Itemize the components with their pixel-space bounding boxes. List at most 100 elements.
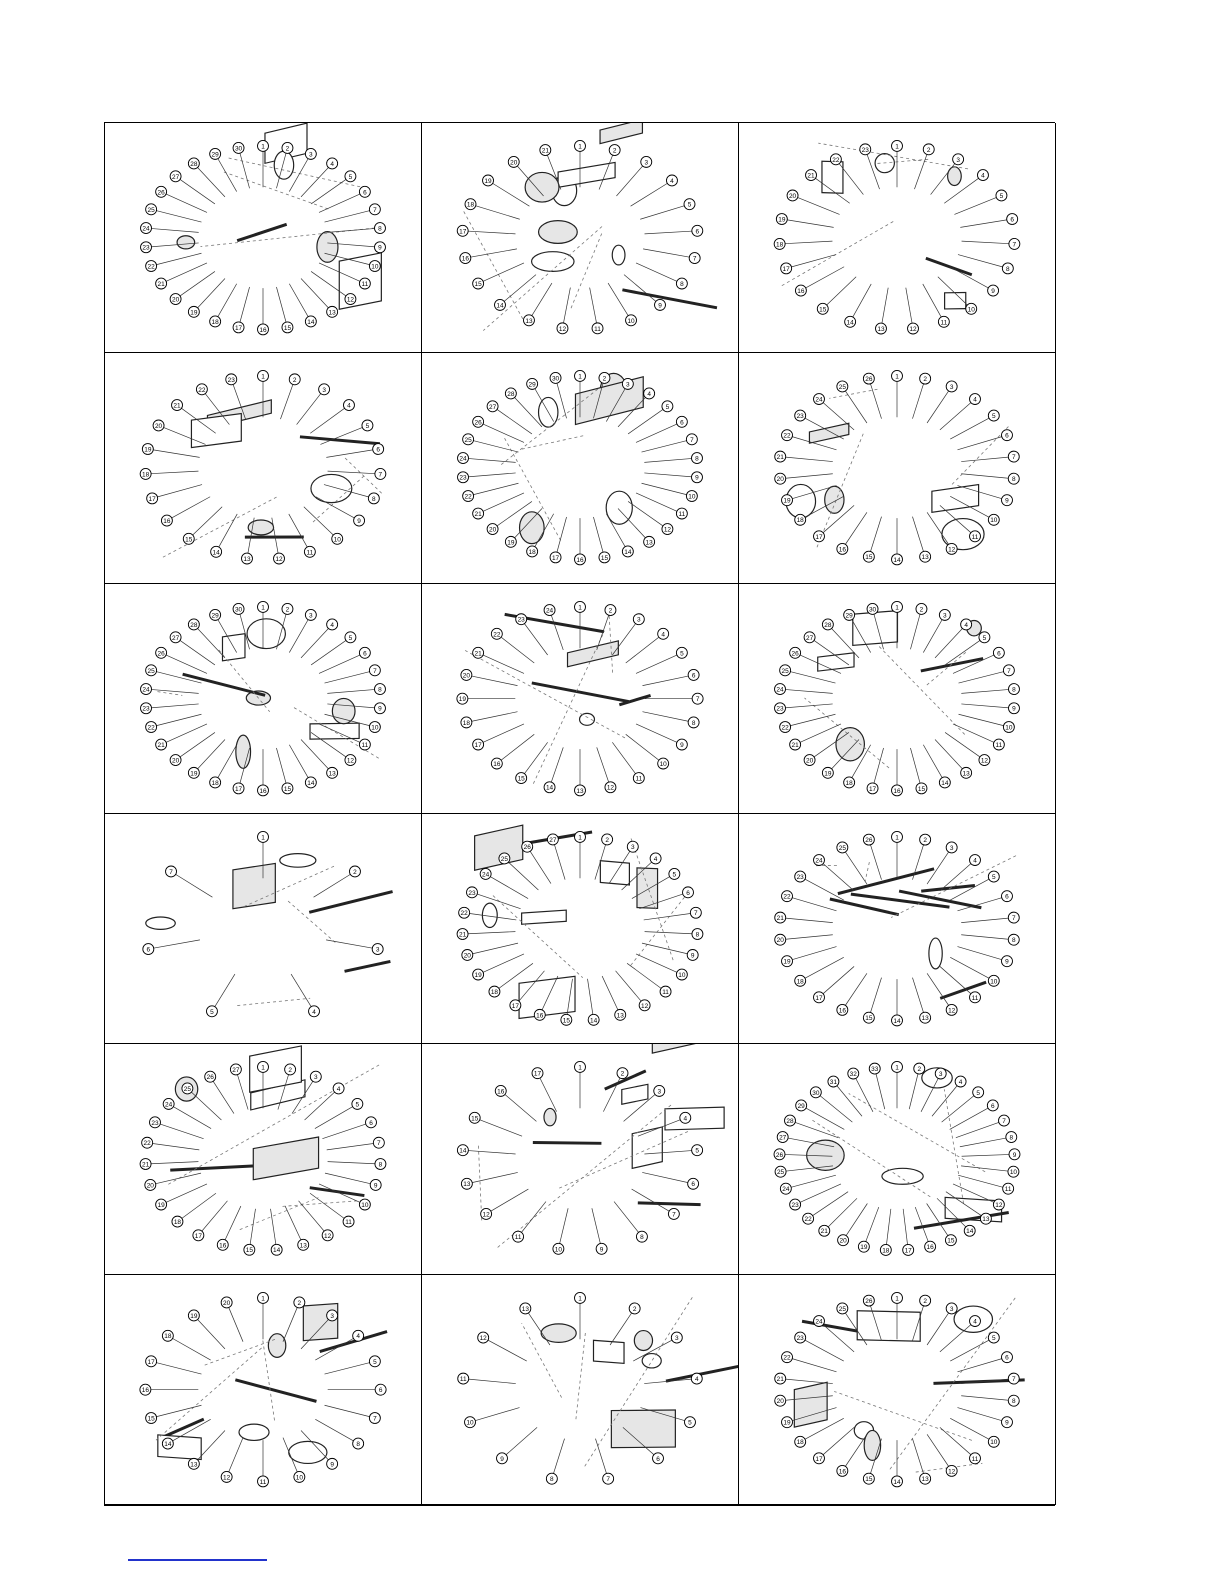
callout-circle	[1001, 1350, 1013, 1363]
callout-circle	[160, 514, 173, 527]
callout-circle	[304, 147, 317, 160]
callout-circle	[1002, 720, 1015, 733]
callout-circle	[368, 664, 381, 676]
assembly-guide-line	[875, 158, 929, 165]
callout-circle	[1007, 1372, 1020, 1385]
callout-leader	[809, 731, 850, 760]
callout-leader	[944, 174, 984, 204]
callout-leader	[151, 669, 202, 684]
callout-leader	[310, 405, 350, 434]
callout-number: 4	[981, 173, 985, 180]
callout-number: 22	[805, 1217, 813, 1224]
callout-circle	[685, 433, 698, 446]
callout-leader	[957, 895, 1008, 912]
callout-number: 6	[147, 947, 151, 954]
part-sketch	[302, 1302, 339, 1341]
callout-circle	[149, 1116, 161, 1129]
callout-number: 6	[680, 420, 684, 427]
callout-number: 9	[695, 475, 699, 482]
callout-circle	[836, 1003, 849, 1016]
callout-circle	[326, 618, 339, 631]
callout-leader	[539, 975, 559, 1015]
callout-circle	[368, 1411, 381, 1424]
callout-circle	[774, 473, 787, 485]
callout-leader	[835, 159, 864, 195]
callout-number: 20	[463, 672, 471, 679]
callout-number: 17	[815, 995, 823, 1002]
callout-number: 2	[633, 1306, 637, 1313]
callout-number: 10	[296, 1474, 304, 1481]
callout-circle	[358, 1198, 371, 1211]
callout-number: 15	[563, 1017, 571, 1024]
callout-number: 24	[815, 397, 823, 404]
callout-leader	[594, 839, 608, 880]
part-sketch	[236, 222, 288, 243]
callout-leader	[782, 1137, 835, 1148]
callout-number: 21	[142, 1162, 150, 1169]
callout-number: 10	[1005, 724, 1013, 731]
callout-leader	[562, 287, 571, 329]
callout-number: 4	[964, 622, 968, 629]
callout-number: 5	[356, 1102, 360, 1109]
part-sketch	[474, 824, 524, 871]
callout-circle	[659, 985, 672, 998]
callout-leader	[150, 1173, 202, 1186]
callout-leader	[318, 262, 366, 284]
callout-circle	[464, 1415, 476, 1428]
callout-leader	[226, 1301, 244, 1342]
part-sketch	[537, 220, 578, 244]
callout-number: 10	[678, 972, 686, 979]
callout-circle	[604, 780, 617, 793]
callout-circle	[652, 1452, 664, 1464]
callout-circle	[326, 766, 339, 779]
callout-number: 1	[578, 834, 582, 841]
callout-leader	[160, 262, 208, 284]
callout-number: 1	[578, 1295, 582, 1302]
callout-number: 19	[459, 696, 467, 703]
callout-leader	[961, 917, 1014, 923]
callout-number: 25	[465, 437, 473, 444]
callout-leader	[923, 744, 946, 783]
assembly-guide-line	[584, 1295, 694, 1467]
callout-number: 15	[246, 1248, 254, 1255]
callout-number: 6	[363, 650, 367, 657]
callout-number: 12	[948, 1007, 956, 1014]
callout-number: 10	[660, 761, 668, 768]
callout-number: 8	[356, 1441, 360, 1448]
callout-circle	[986, 1099, 999, 1112]
callout-circle	[789, 646, 802, 659]
callout-circle	[456, 1144, 469, 1157]
callout-leader	[959, 1137, 1012, 1148]
callout-number: 8	[378, 686, 382, 693]
part-sketch	[170, 1164, 267, 1172]
callout-number: 4	[654, 856, 658, 863]
callout-leader	[640, 203, 690, 220]
callout-number: 3	[950, 1306, 954, 1313]
callout-leader	[818, 399, 855, 431]
callout-number: 7	[1013, 241, 1017, 248]
footer-link-underline[interactable]	[128, 1559, 267, 1561]
callout-circle	[779, 720, 792, 733]
callout-leader	[939, 1320, 976, 1352]
callout-leader	[868, 1438, 882, 1479]
callout-circle	[601, 833, 614, 846]
callout-number: 7	[373, 1415, 377, 1422]
callout-leader	[470, 203, 520, 220]
callout-circle	[141, 1137, 154, 1149]
callout-circle	[343, 399, 355, 412]
callout-circle	[960, 618, 973, 631]
callout-number: 9	[991, 288, 995, 295]
assembly-guide-line	[925, 651, 967, 686]
callout-leader	[615, 970, 645, 1006]
callout-number: 9	[357, 518, 361, 525]
callout-circle	[232, 321, 245, 334]
callout-leader	[780, 456, 833, 463]
callout-number: 11	[972, 1455, 979, 1462]
callout-circle	[813, 1452, 825, 1464]
callout-leader	[785, 713, 836, 727]
callout-number: 9	[1012, 705, 1016, 712]
callout-circle	[945, 1464, 958, 1477]
callout-number: 11	[362, 742, 369, 749]
callout-leader	[939, 859, 976, 892]
